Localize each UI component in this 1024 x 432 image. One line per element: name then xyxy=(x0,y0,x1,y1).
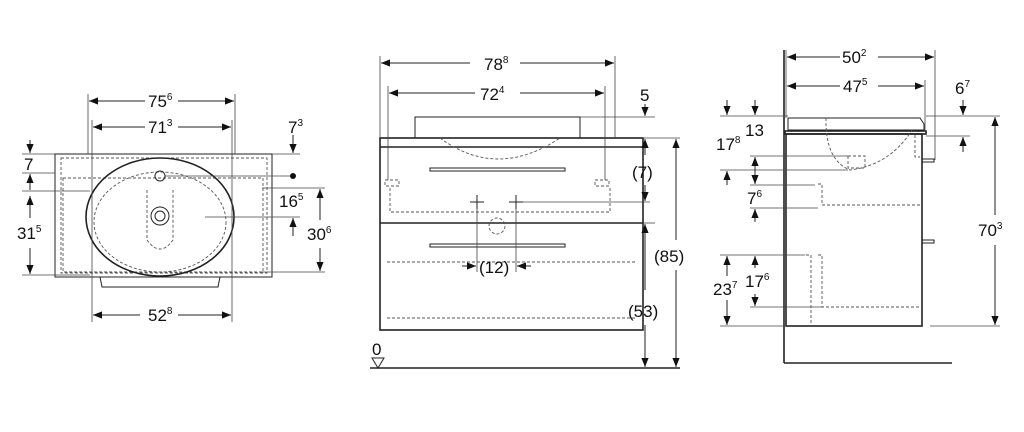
dim-label: (7) xyxy=(632,163,653,182)
dim-label: 73 xyxy=(288,118,303,137)
dim-label: 713 xyxy=(148,118,173,137)
dim-label: 67 xyxy=(955,79,970,98)
dim-label: 703 xyxy=(978,221,1003,240)
dim-label: 788 xyxy=(484,55,509,74)
dim-label: 178 xyxy=(716,135,741,154)
dim-label: 724 xyxy=(480,85,505,104)
dim-label: 756 xyxy=(148,92,173,111)
dim-label: 502 xyxy=(842,48,867,67)
dim-label: 176 xyxy=(745,272,770,291)
dim-label: (85) xyxy=(654,247,684,266)
floor-level-label: 0 xyxy=(372,340,381,359)
dim-label: 165 xyxy=(279,192,304,211)
dim-label: (53) xyxy=(628,302,658,321)
dim-label: 528 xyxy=(148,306,173,325)
dim-label: 475 xyxy=(843,77,868,96)
basin-top-view: 756 713 73 7 315 165 306 528 xyxy=(17,92,332,325)
cabinet-side-view: 502 475 67 178 13 76 703 237 176 xyxy=(713,48,1003,364)
dim-label: 237 xyxy=(713,280,738,299)
dim-label: 315 xyxy=(17,224,42,243)
dim-label: 306 xyxy=(307,225,332,244)
drain xyxy=(150,206,170,226)
drawer-handle xyxy=(429,243,566,248)
dim-label: 5 xyxy=(640,86,649,105)
dim-label: 76 xyxy=(747,189,762,208)
tap-hole xyxy=(154,170,166,182)
vanity-outline xyxy=(54,153,273,278)
basin-front xyxy=(414,116,581,139)
cabinet-outline xyxy=(379,137,644,331)
drawer-handle xyxy=(429,167,566,172)
dim-label: 7 xyxy=(24,155,33,174)
dim-label: (12) xyxy=(479,258,509,277)
dim-label: 13 xyxy=(745,121,764,140)
cabinet-front-view: 788 724 5 (7) (85) (53) (12) 0 xyxy=(370,55,684,369)
